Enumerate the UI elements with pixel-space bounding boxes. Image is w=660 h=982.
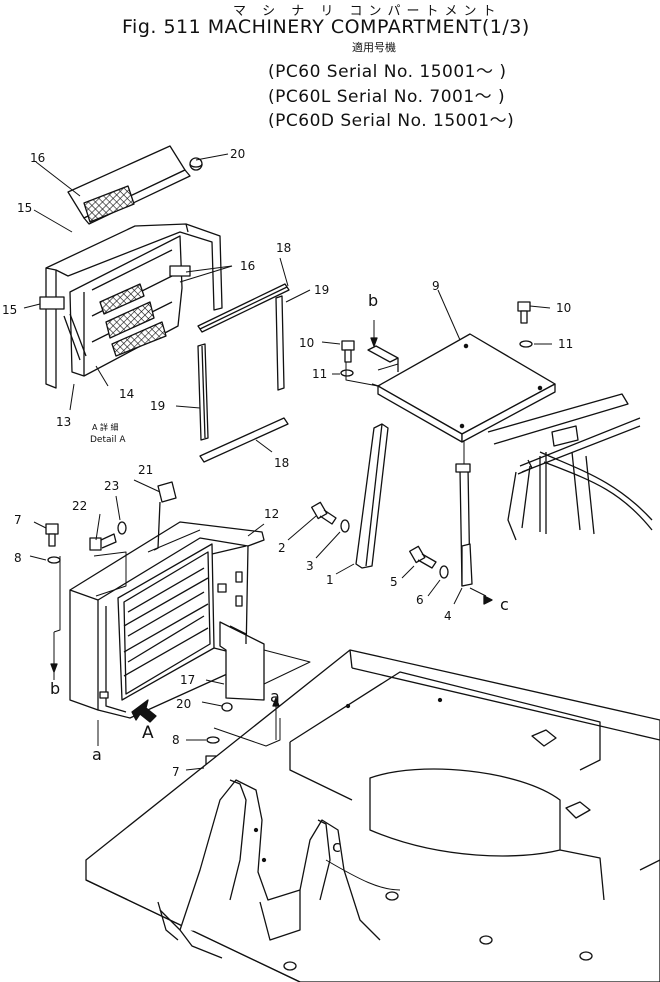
washer-23 bbox=[117, 521, 127, 535]
plate-9 bbox=[371, 333, 556, 443]
view-arrow-a-icon bbox=[131, 699, 157, 723]
japanese-title: マ シ ナ リ コンパートメント bbox=[233, 4, 502, 19]
serial-line-pc60d: (PC60D Serial No. 15001～) bbox=[268, 111, 515, 131]
bolt-7-left bbox=[45, 523, 59, 547]
washer-6 bbox=[439, 565, 449, 579]
stay-4 bbox=[455, 463, 473, 587]
washer-8-left bbox=[47, 556, 61, 564]
callout-16: 16 bbox=[30, 151, 45, 165]
callout-20: 20 bbox=[176, 697, 191, 711]
callout-18: 18 bbox=[276, 241, 291, 255]
callout-8: 8 bbox=[14, 551, 22, 565]
callout-19: 19 bbox=[314, 283, 329, 297]
gasket-19-right bbox=[275, 295, 285, 391]
detail-a-cover bbox=[67, 145, 191, 225]
bolt-10-left bbox=[341, 340, 355, 363]
ref-c-bottom: c bbox=[332, 837, 341, 856]
serial-line-pc60l: (PC60L Serial No. 7001～ ) bbox=[268, 87, 506, 107]
callout-3: 3 bbox=[306, 559, 314, 573]
callout-20: 20 bbox=[230, 147, 245, 161]
bolt-5 bbox=[409, 545, 437, 569]
view-arrow-label: A bbox=[142, 723, 154, 743]
reference-letters: b b a a c c bbox=[50, 291, 509, 856]
gasket-18-top bbox=[197, 283, 290, 333]
callout-15: 15 bbox=[2, 303, 17, 317]
bracket-b-top bbox=[367, 345, 399, 372]
ref-c-right: c bbox=[500, 595, 509, 614]
side-frame bbox=[487, 393, 653, 541]
bolt-2 bbox=[311, 501, 337, 525]
ref-a-right: a bbox=[270, 687, 280, 706]
washer-11-left bbox=[340, 369, 354, 377]
callout-14: 14 bbox=[119, 387, 134, 401]
gasket-19-left bbox=[197, 343, 209, 441]
bolt-22 bbox=[89, 533, 117, 551]
callout-13: 13 bbox=[56, 415, 71, 429]
callout-8: 8 bbox=[172, 733, 180, 747]
callout-19: 19 bbox=[150, 399, 165, 413]
callout-11: 11 bbox=[312, 367, 327, 381]
washer-8-bottom bbox=[206, 736, 220, 744]
gasket-18-bottom bbox=[199, 417, 289, 463]
callout-10: 10 bbox=[299, 336, 314, 350]
ref-b-top: b bbox=[368, 291, 378, 310]
bracket-21 bbox=[153, 481, 177, 551]
frame-upright bbox=[159, 779, 381, 959]
plug-20-bottom bbox=[221, 702, 233, 712]
callouts: 16 20 15 16 15 13 14 18 19 19 18 9 10 11… bbox=[2, 147, 573, 779]
callout-10: 10 bbox=[556, 301, 571, 315]
callout-4: 4 bbox=[444, 609, 452, 623]
detail-label-en: Detail A bbox=[90, 435, 126, 445]
callout-23: 23 bbox=[104, 479, 119, 493]
cover-17 bbox=[219, 621, 265, 701]
callout-9: 9 bbox=[432, 279, 440, 293]
ref-b-left: b bbox=[50, 679, 60, 698]
callout-7: 7 bbox=[14, 513, 22, 527]
callout-7: 7 bbox=[172, 765, 180, 779]
housing-12 bbox=[69, 521, 265, 719]
washer-11-right bbox=[519, 340, 533, 348]
callout-1: 1 bbox=[326, 573, 334, 587]
detail-a-frame bbox=[39, 223, 223, 389]
serial-line-pc60: (PC60 Serial No. 15001～ ) bbox=[268, 62, 507, 82]
ref-a-left: a bbox=[92, 745, 102, 764]
callout-15: 15 bbox=[17, 201, 32, 215]
callout-22: 22 bbox=[72, 499, 87, 513]
callout-21: 21 bbox=[138, 463, 153, 477]
callout-5: 5 bbox=[390, 575, 398, 589]
callout-18: 18 bbox=[274, 456, 289, 470]
figure-title: Fig. 511 MACHINERY COMPARTMENT(1/3) bbox=[122, 16, 530, 38]
callout-11: 11 bbox=[558, 337, 573, 351]
leader-lines bbox=[23, 153, 552, 891]
applicability-label: 適用号機 bbox=[352, 41, 396, 54]
callout-6: 6 bbox=[416, 593, 424, 607]
washer-3 bbox=[340, 519, 350, 533]
stay-1 bbox=[355, 423, 389, 569]
callout-17: 17 bbox=[180, 673, 195, 687]
callout-16: 16 bbox=[240, 259, 255, 273]
callout-12: 12 bbox=[264, 507, 279, 521]
detail-label-jp: A 詳 細 bbox=[92, 422, 119, 432]
bolt-10-right bbox=[517, 301, 531, 324]
callout-2: 2 bbox=[278, 541, 286, 555]
